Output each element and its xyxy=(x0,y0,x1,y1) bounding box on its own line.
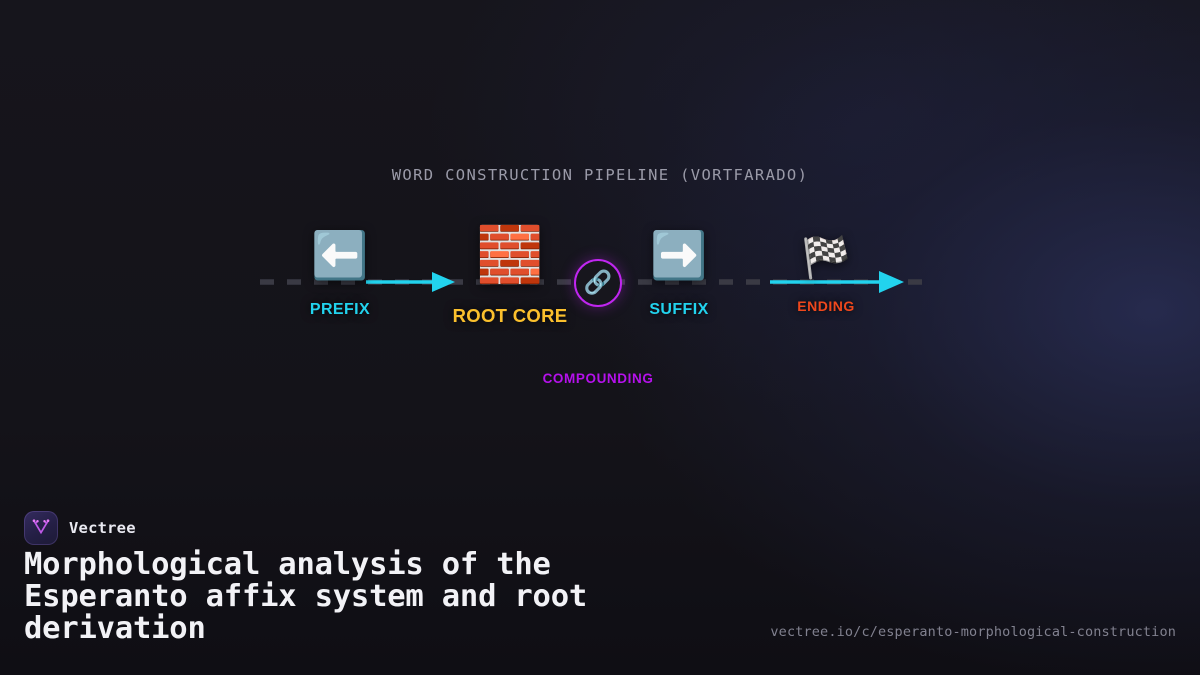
station-label-ending: ENDING xyxy=(797,298,855,314)
link-chain-icon: 🔗 xyxy=(583,269,613,296)
chequered-flag-icon: 🏁 xyxy=(801,235,851,281)
track-arrow-1 xyxy=(432,272,455,292)
station-label-prefix: PREFIX xyxy=(309,301,371,318)
footer-url: vectree.io/c/esperanto-morphological-con… xyxy=(770,624,1176,640)
pipeline-node-compounding[interactable]: 🔗 xyxy=(574,259,622,307)
pipeline-title: WORD CONSTRUCTION PIPELINE (VORTFARADO) xyxy=(391,166,809,184)
station-label-root-core: ROOT CORE xyxy=(452,305,568,326)
track-arrow-2 xyxy=(879,271,904,293)
page-title: Morphological analysis of the Esperanto … xyxy=(24,547,588,646)
node-label-compounding: COMPOUNDING xyxy=(542,371,654,386)
station-label-suffix: SUFFIX xyxy=(649,301,709,318)
brand-row: Vectree xyxy=(24,511,136,545)
brand-name: Vectree xyxy=(69,519,136,537)
left-arrow-icon: ⬅️ xyxy=(311,228,369,282)
right-arrow-icon: ➡️ xyxy=(650,228,708,282)
brick-wall-icon: 🧱 xyxy=(476,223,544,286)
vectree-tree-logo-icon xyxy=(24,511,58,545)
